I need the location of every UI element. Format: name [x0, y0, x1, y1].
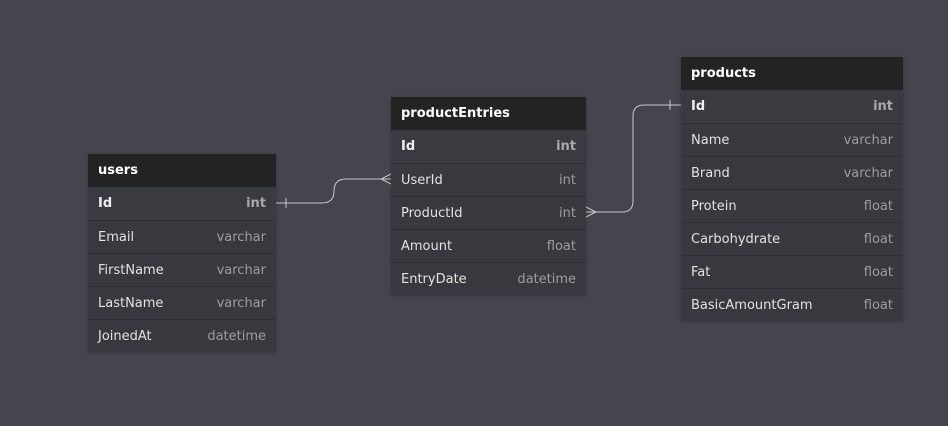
column-row-id[interactable]: Id int: [681, 90, 903, 123]
column-row-basicamountgram[interactable]: BasicAmountGram float: [681, 288, 903, 321]
relation-users-productentries[interactable]: [276, 178, 391, 204]
column-type: int: [559, 205, 576, 221]
relation-productentries-products[interactable]: [586, 104, 681, 213]
column-type: varchar: [216, 229, 266, 245]
column-row-lastname[interactable]: LastName varchar: [88, 286, 276, 319]
column-type: datetime: [207, 328, 266, 344]
column-type: int: [559, 172, 576, 188]
column-type: varchar: [843, 165, 893, 181]
column-type: float: [863, 264, 893, 280]
column-type: int: [556, 139, 576, 154]
column-type: int: [246, 196, 266, 211]
many-marker-productentries-userid: [379, 173, 392, 185]
column-name: JoinedAt: [98, 328, 152, 344]
column-name: Id: [401, 139, 416, 154]
column-name: Carbohydrate: [691, 231, 781, 247]
column-type: varchar: [843, 132, 893, 148]
column-row-brand[interactable]: Brand varchar: [681, 156, 903, 189]
column-type: float: [546, 238, 576, 254]
column-type: int: [873, 99, 893, 114]
column-name: EntryDate: [401, 271, 467, 287]
column-type: varchar: [216, 295, 266, 311]
many-marker-productentries-productid: [585, 206, 598, 218]
column-row-fat[interactable]: Fat float: [681, 255, 903, 288]
column-name: LastName: [98, 295, 164, 311]
column-row-email[interactable]: Email varchar: [88, 220, 276, 253]
column-name: ProductId: [401, 205, 463, 221]
column-name: Fat: [691, 264, 711, 280]
column-name: Name: [691, 132, 730, 148]
column-name: Email: [98, 229, 135, 245]
column-name: Protein: [691, 198, 737, 214]
column-name: Amount: [401, 238, 453, 254]
column-row-amount[interactable]: Amount float: [391, 229, 586, 262]
column-row-joinedat[interactable]: JoinedAt datetime: [88, 319, 276, 352]
column-row-name[interactable]: Name varchar: [681, 123, 903, 156]
column-type: float: [863, 198, 893, 214]
column-row-userid[interactable]: UserId int: [391, 163, 586, 196]
column-name: FirstName: [98, 262, 164, 278]
column-row-id[interactable]: Id int: [391, 130, 586, 163]
column-row-id[interactable]: Id int: [88, 187, 276, 220]
column-row-firstname[interactable]: FirstName varchar: [88, 253, 276, 286]
column-name: Id: [98, 196, 113, 211]
column-row-entrydate[interactable]: EntryDate datetime: [391, 262, 586, 295]
column-name: Brand: [691, 165, 730, 181]
column-type: float: [863, 297, 893, 313]
table-title[interactable]: productEntries: [391, 97, 586, 130]
column-type: varchar: [216, 262, 266, 278]
column-type: float: [863, 231, 893, 247]
column-row-carbohydrate[interactable]: Carbohydrate float: [681, 222, 903, 255]
table-title[interactable]: users: [88, 154, 276, 187]
column-name: BasicAmountGram: [691, 297, 813, 313]
table-title[interactable]: products: [681, 57, 903, 90]
column-name: UserId: [401, 172, 443, 188]
column-type: datetime: [517, 271, 576, 287]
column-row-protein[interactable]: Protein float: [681, 189, 903, 222]
column-name: Id: [691, 99, 706, 114]
column-row-productid[interactable]: ProductId int: [391, 196, 586, 229]
